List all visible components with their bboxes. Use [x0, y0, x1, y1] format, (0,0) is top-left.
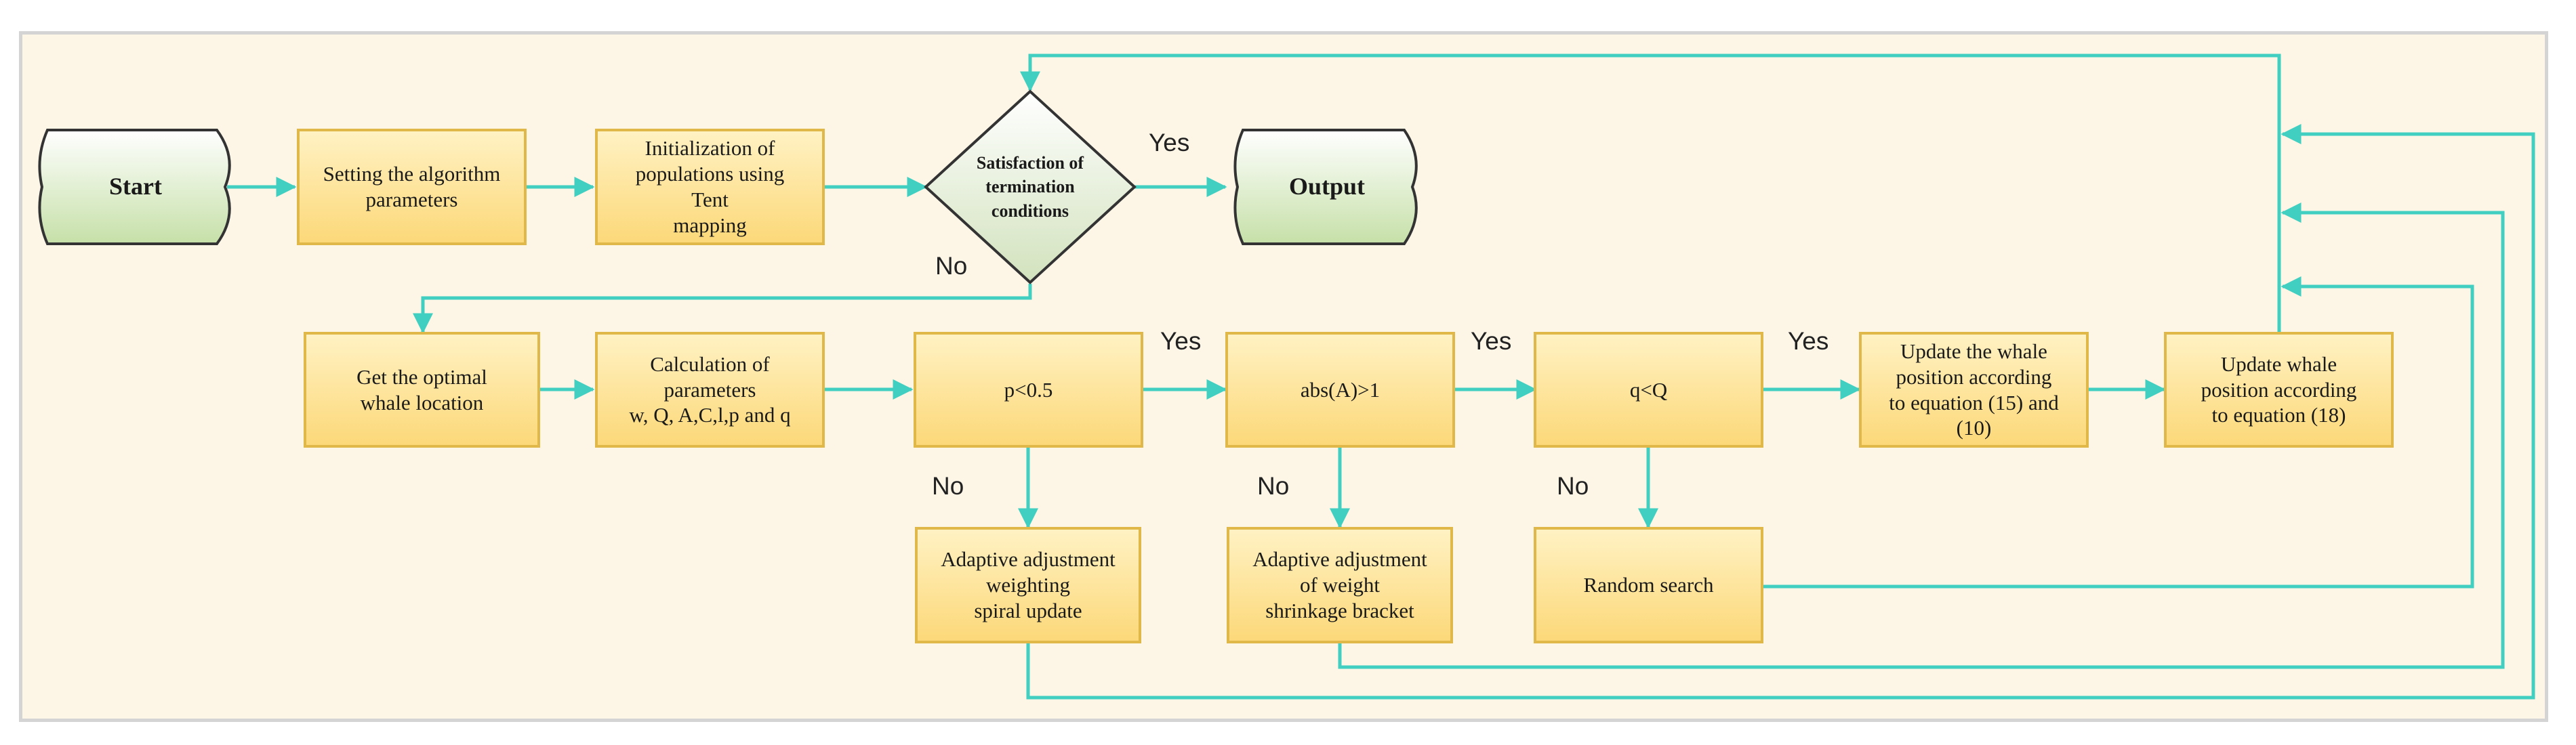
shrinkage-box [1227, 527, 1453, 643]
update-eq15-label: Update the whale position according to e… [1889, 339, 2059, 440]
q-check-box [1534, 332, 1763, 448]
shrinkage-label: Adaptive adjustment of weight shrinkage … [1252, 547, 1427, 622]
spiral-update-label: Adaptive adjustment weighting spiral upd… [941, 547, 1116, 622]
init-pop-box [595, 129, 825, 245]
p-no-label: No [932, 472, 964, 500]
output-label: Output [1288, 173, 1366, 200]
absA-yes-label: Yes [1471, 327, 1512, 355]
connector-shrinkage-loop-back [1338, 203, 2505, 669]
spiral-update-box [915, 527, 1141, 643]
optimal-location-label: Get the optimal whale location [356, 364, 487, 414]
termination-yes-label: Yes [1149, 129, 1190, 156]
calc-params-box [595, 332, 825, 448]
connector-update18-loop-to-termination [1020, 54, 2281, 332]
update-eq15-box [1859, 332, 2089, 448]
connector-random-loop-back [1762, 276, 2474, 589]
init-pop-label: Initialization of populations using Tent… [635, 136, 785, 237]
set-params-label: Setting the algorithm parameters [323, 162, 501, 211]
q-check-label: q<Q [1629, 377, 1668, 402]
update-eq18-label: Update whale position according to equat… [2201, 352, 2357, 427]
optimal-location-box [304, 332, 540, 448]
output-terminal [1233, 129, 1418, 245]
p-yes-label: Yes [1160, 327, 1202, 355]
termination-decision-diamond [924, 89, 1137, 284]
absA-check-box [1225, 332, 1455, 448]
q-no-label: No [1557, 472, 1589, 500]
connector-termination-no-to-optimal [413, 284, 1032, 334]
connector-spiral-loop-back [1026, 124, 2535, 700]
calc-params-label: Calculation of parameters w, Q, A,C,l,p … [629, 352, 791, 427]
start-terminal [38, 129, 231, 245]
q-yes-label: Yes [1788, 327, 1829, 355]
absA-check-label: abs(A)>1 [1300, 377, 1381, 402]
start-label: Start [109, 173, 162, 200]
termination-no-label: No [935, 252, 968, 280]
random-search-label: Random search [1583, 573, 1714, 597]
absA-no-label: No [1257, 472, 1290, 500]
p-check-label: p<0.5 [1004, 377, 1053, 402]
update-eq18-box [2164, 332, 2394, 448]
p-check-box [914, 332, 1143, 448]
set-params-box [297, 129, 527, 245]
random-search-box [1534, 527, 1763, 643]
termination-label: Satisfaction of termination conditions [976, 153, 1084, 221]
